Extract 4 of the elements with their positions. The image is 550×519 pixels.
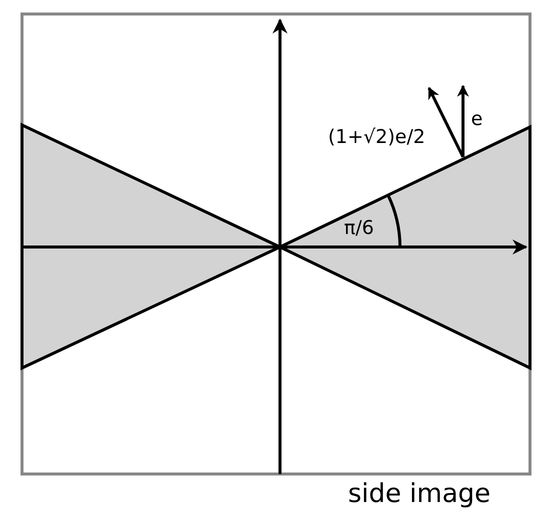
caption: side image	[348, 481, 491, 507]
vector-label: e	[471, 110, 483, 129]
angle-label: π/6	[344, 219, 374, 238]
formula-label: (1+√2)e/2	[328, 128, 426, 147]
